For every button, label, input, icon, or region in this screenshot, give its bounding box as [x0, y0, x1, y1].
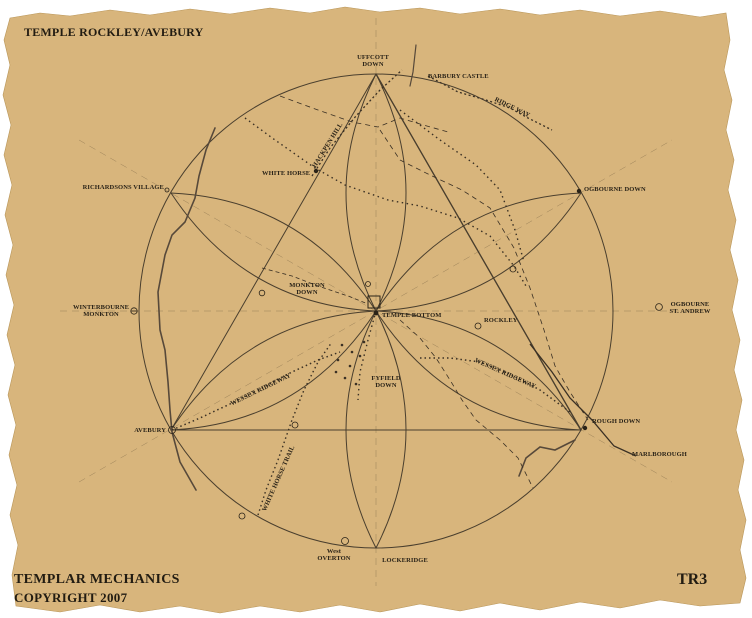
label-ogbourne-st-andrew: OGBOURNE ST. ANDREW	[669, 301, 711, 315]
marker-winterbourne-monkton	[130, 307, 138, 315]
label-lockeridge: LOCKERIDGE	[382, 557, 428, 564]
label-rough-down: ROUGH DOWN	[592, 418, 641, 425]
field-dots	[334, 340, 366, 386]
label-marlborough: MARLBOROUGH	[632, 451, 687, 458]
marker-monkton-site	[258, 289, 266, 297]
footer-brand: TEMPLAR MECHANICS	[14, 572, 180, 587]
marlborough-road	[529, 343, 637, 457]
ridgeway-path	[427, 75, 553, 131]
label-uffcott-down: UFFCOTT DOWN	[357, 54, 389, 68]
label-avebury: AVEBURY	[134, 427, 166, 434]
label-monkton-down: MONKTON DOWN	[289, 282, 325, 296]
label-richardsons-village: RICHARDSONS VILLAGE	[82, 184, 164, 191]
label-west-overton: West OVERTON	[317, 548, 351, 562]
label-winterbourne-monkton: WINTERBOURNE MONKTON	[72, 304, 130, 318]
paths	[171, 69, 637, 516]
label-temple-bottom: TEMPLE BOTTOM	[382, 312, 442, 319]
stream-north	[409, 44, 417, 87]
dot-path-south	[357, 310, 377, 401]
dot-path-ne2	[399, 109, 525, 263]
marker-center-site	[365, 281, 371, 287]
footer-copyright: COPYRIGHT 2007	[14, 590, 128, 605]
site-markers	[130, 168, 663, 545]
river-kennet-west	[157, 127, 216, 491]
marker-rockley	[474, 322, 482, 330]
label-rockley: ROCKLEY	[484, 317, 518, 324]
label-ogbourne-down: OGBOURNE DOWN	[584, 186, 646, 193]
label-barbury-castle: BARBURY CASTLE	[428, 73, 489, 80]
map-code: TR3	[677, 571, 708, 588]
marker-west-overton	[341, 537, 349, 545]
rivers	[157, 44, 576, 491]
label-white-horse: WHITE HORSE	[262, 170, 311, 177]
dash-path-west	[261, 267, 369, 305]
marker-ogbourne-st-andrew	[655, 303, 663, 311]
marker-temple-bottom	[373, 310, 379, 316]
marker-richardsons-village	[164, 187, 170, 193]
marker-avebury	[168, 426, 176, 434]
marker-sw-site	[238, 512, 246, 520]
dash-path-ne	[379, 129, 589, 421]
label-fyfield-down: FYFIELD DOWN	[371, 375, 401, 389]
temple-bottom-square	[367, 295, 381, 309]
marker-ogbourne-down	[576, 188, 582, 194]
marker-rough-down	[582, 425, 588, 431]
dash-path-north	[279, 95, 449, 133]
marker-white-horse-trail-site	[291, 421, 299, 429]
wessex-ridgeway-west	[171, 351, 341, 431]
map-title: TEMPLE ROCKLEY/AVEBURY	[24, 25, 204, 39]
marker-white-horse	[313, 168, 319, 174]
marker-ogbourne-down-site	[509, 265, 517, 273]
river-east	[518, 439, 576, 477]
dash-path-southeast	[399, 319, 534, 489]
paper-sheet	[2, 6, 747, 614]
